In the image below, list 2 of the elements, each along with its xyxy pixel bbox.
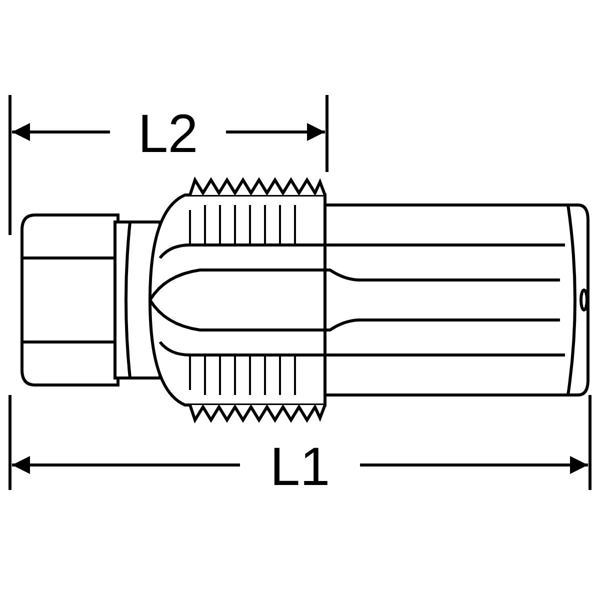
dimension-label: L2 <box>138 107 198 161</box>
dimension-label: L1 <box>270 440 330 494</box>
